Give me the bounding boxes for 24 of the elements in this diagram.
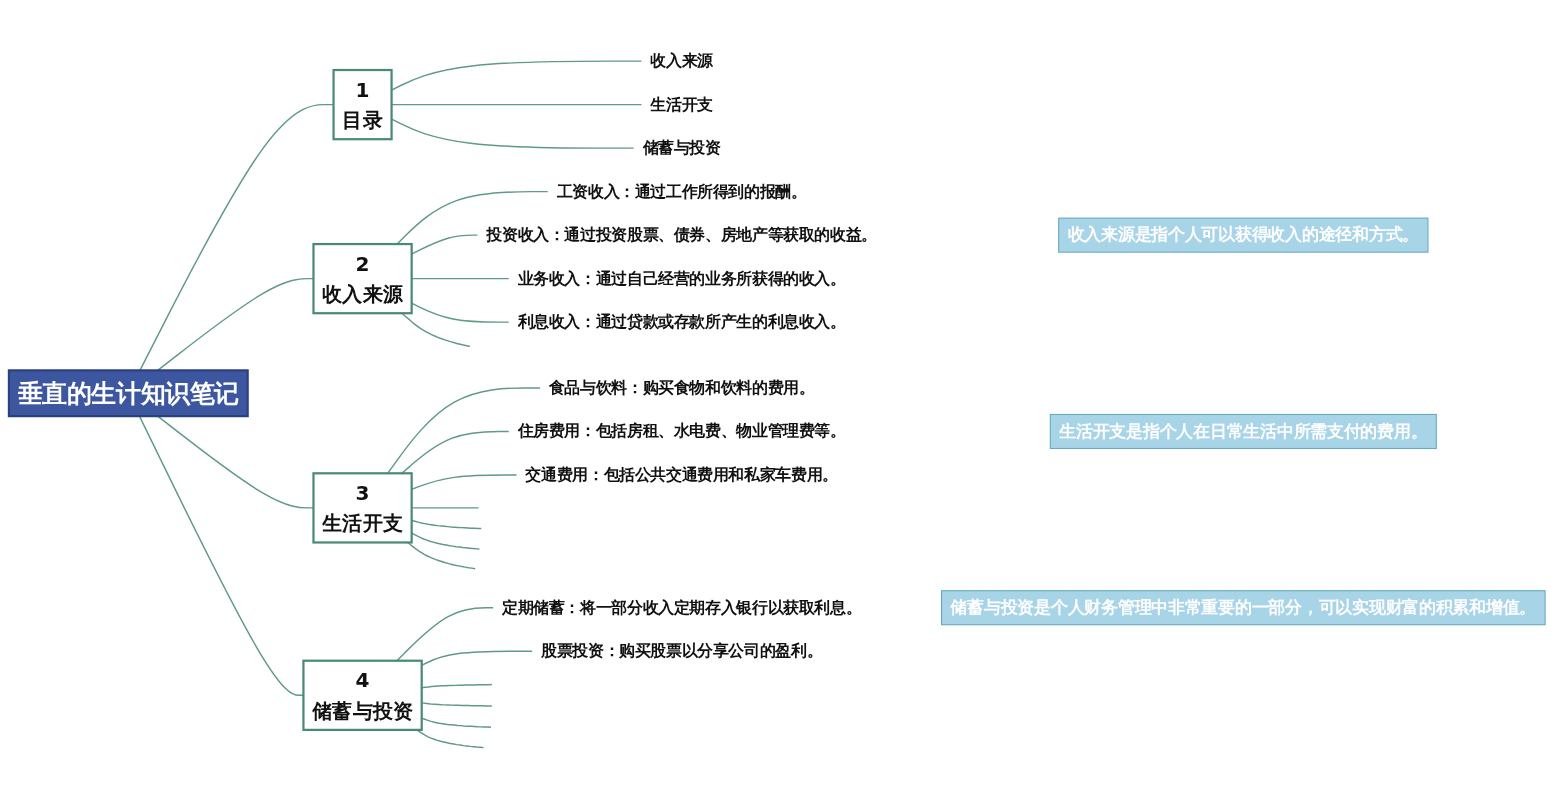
node-box: 收入来源是指个人可以获得收入的途径和方式。 [1058,217,1429,253]
node-text: 工资收入：通过工作所得到的报酬。 [556,181,807,200]
node-text: 业务收入：通过自己经营的业务所获得的收入。 [517,268,846,287]
node-text: 利息收入：通过贷款或存款所产生的利息收入。 [517,312,846,331]
node-box: 4 储蓄与投资 [302,659,423,731]
node-box: 1 目录 [332,68,393,141]
connector [415,728,485,749]
node-box: 3 生活开支 [312,471,413,544]
node-text: 收入来源 [650,51,713,70]
node-text: 生活开支 [650,94,713,113]
node-box: 储蓄与投资是个人财务管理中非常重要的一部分，可以实现财富的积累和增值。 [941,589,1546,626]
node-text: 股票投资：购买股票以分享公司的盈利。 [541,641,823,660]
node-text: 投资收入：通过投资股票、债券、房地产等获取的收益。 [486,225,877,244]
connector [401,312,471,347]
node-text: 储蓄与投资 [642,138,721,157]
connector [386,387,541,474]
node-text: 定期储蓄：将一部分收入定期存入银行以获取利息。 [502,598,862,616]
node-box: 生活开支是指个人在日常生活中所需支付的费用。 [1049,413,1437,449]
node-box: 垂直的生计知识笔记 [7,369,249,417]
node-box: 2 收入来源 [312,242,413,315]
node-text: 住房费用：包括房租、水电费、物业管理费等。 [517,421,846,440]
connector [401,430,510,474]
node-text: 食品与饮料：购买食物和饮料的费用。 [548,378,815,397]
node-text: 交通费用：包括公共交通费用和私家车费用。 [525,465,838,484]
